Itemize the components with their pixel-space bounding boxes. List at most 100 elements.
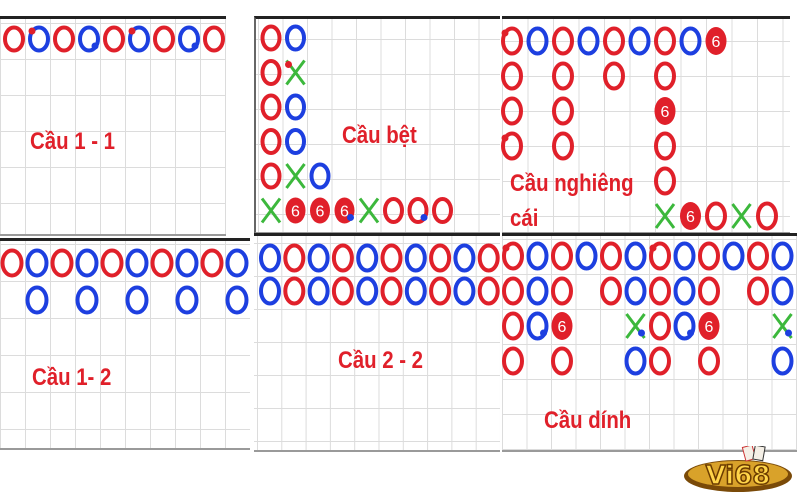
banker-circle-mark — [260, 93, 282, 121]
player-circle-mark — [679, 26, 702, 56]
panel-cau-2-2: Cầu 2 - 2 — [254, 233, 500, 452]
player-circle-mark — [75, 248, 99, 278]
banker-circle-mark — [383, 197, 404, 224]
banker-circle-mark — [283, 243, 306, 273]
banker-circle-mark — [705, 201, 727, 231]
banker-circle-mark — [501, 131, 523, 161]
banker-circle-mark — [103, 25, 125, 53]
player-circle-mark — [285, 24, 306, 52]
banker-six-mark: 6 — [705, 27, 727, 55]
player-circle-mark — [453, 276, 476, 306]
player-circle-mark — [285, 128, 306, 155]
player-circle-mark — [25, 248, 49, 278]
banker-six-mark: 6 — [551, 312, 573, 340]
pattern-label: Cầu 1 - 1 — [30, 128, 116, 155]
banker-circle-mark — [600, 276, 622, 306]
tie-cross-mark — [731, 203, 752, 229]
banker-six-mark: 6 — [654, 97, 676, 125]
banker-circle-mark — [552, 131, 574, 161]
bead-road — [259, 243, 500, 306]
banker-circle-mark — [429, 243, 452, 273]
banker-circle-mark — [649, 241, 671, 271]
player-circle-mark — [526, 276, 549, 306]
player-circle-mark — [285, 93, 306, 121]
player-circle-mark — [771, 276, 794, 306]
player-circle-mark — [75, 285, 99, 315]
banker-circle-mark — [260, 128, 282, 155]
banker-circle-mark — [654, 26, 676, 56]
banker-circle-mark — [603, 26, 625, 56]
banker-circle-mark — [698, 241, 720, 271]
player-circle-mark — [771, 241, 794, 271]
banker-circle-mark — [260, 24, 282, 52]
banker-circle-mark — [649, 311, 671, 341]
player-circle-mark — [673, 276, 696, 306]
vi68-logo: Vi68 — [682, 444, 794, 496]
banker-circle-mark — [331, 243, 354, 273]
player-circle-mark — [404, 243, 427, 273]
player-circle-mark — [624, 241, 647, 271]
banker-circle-mark — [747, 241, 769, 271]
banker-circle-mark — [502, 241, 524, 271]
player-circle-mark — [128, 25, 150, 53]
banker-circle-mark — [477, 243, 500, 273]
player-circle-mark — [259, 243, 281, 273]
banker-circle-mark — [502, 346, 524, 376]
bead-road: 6 6 6 — [501, 26, 778, 231]
player-circle-mark — [28, 25, 50, 53]
player-circle-mark — [771, 346, 794, 376]
panel-cau-1-2: Cầu 1- 2 — [0, 238, 250, 450]
player-circle-mark — [309, 162, 331, 190]
banker-circle-mark — [100, 248, 124, 278]
banker-circle-mark — [747, 276, 769, 306]
player-circle-mark — [577, 26, 600, 56]
banker-circle-mark — [331, 276, 354, 306]
player-circle-mark — [259, 276, 281, 306]
banker-circle-mark — [501, 61, 523, 91]
tie-cross-mark — [654, 203, 676, 229]
banker-circle-mark — [153, 25, 175, 53]
player-circle-mark — [404, 276, 427, 306]
banker-circle-mark — [654, 166, 676, 196]
banker-circle-mark — [698, 276, 720, 306]
banker-circle-mark — [551, 241, 573, 271]
svg-text:6: 6 — [712, 34, 721, 51]
player-circle-mark — [125, 285, 149, 315]
player-circle-mark — [225, 248, 249, 278]
pattern-label-line2: cái — [510, 205, 539, 232]
player-circle-mark — [526, 26, 549, 56]
player-circle-mark — [78, 25, 100, 53]
banker-circle-mark — [552, 61, 574, 91]
player-circle-mark — [356, 243, 379, 273]
svg-text:Vi68: Vi68 — [706, 461, 771, 491]
pattern-label: Cầu 1- 2 — [32, 364, 112, 391]
player-circle-mark — [575, 241, 598, 271]
banker-circle-mark — [50, 248, 74, 278]
tie-cross-mark — [285, 59, 306, 86]
banker-circle-mark — [432, 197, 453, 224]
banker-circle-mark — [0, 248, 24, 278]
tie-cross-mark — [772, 313, 793, 339]
banker-circle-mark — [654, 131, 676, 161]
banker-circle-mark — [551, 276, 573, 306]
tie-cross-mark — [260, 197, 282, 224]
banker-circle-mark — [380, 276, 403, 306]
svg-text:6: 6 — [686, 209, 695, 226]
player-circle-mark — [624, 276, 647, 306]
player-circle-mark — [673, 311, 696, 341]
banker-circle-mark — [260, 59, 282, 86]
bead-road — [3, 25, 225, 53]
player-circle-mark — [175, 285, 199, 315]
banker-circle-mark — [407, 197, 429, 224]
player-circle-mark — [225, 285, 249, 315]
player-circle-mark — [356, 276, 379, 306]
banker-circle-mark — [654, 61, 676, 91]
player-circle-mark — [178, 25, 200, 53]
bead-road — [0, 248, 249, 315]
svg-text:6: 6 — [316, 204, 325, 221]
pattern-label: Cầu 2 - 2 — [338, 347, 424, 374]
player-circle-mark — [722, 241, 745, 271]
